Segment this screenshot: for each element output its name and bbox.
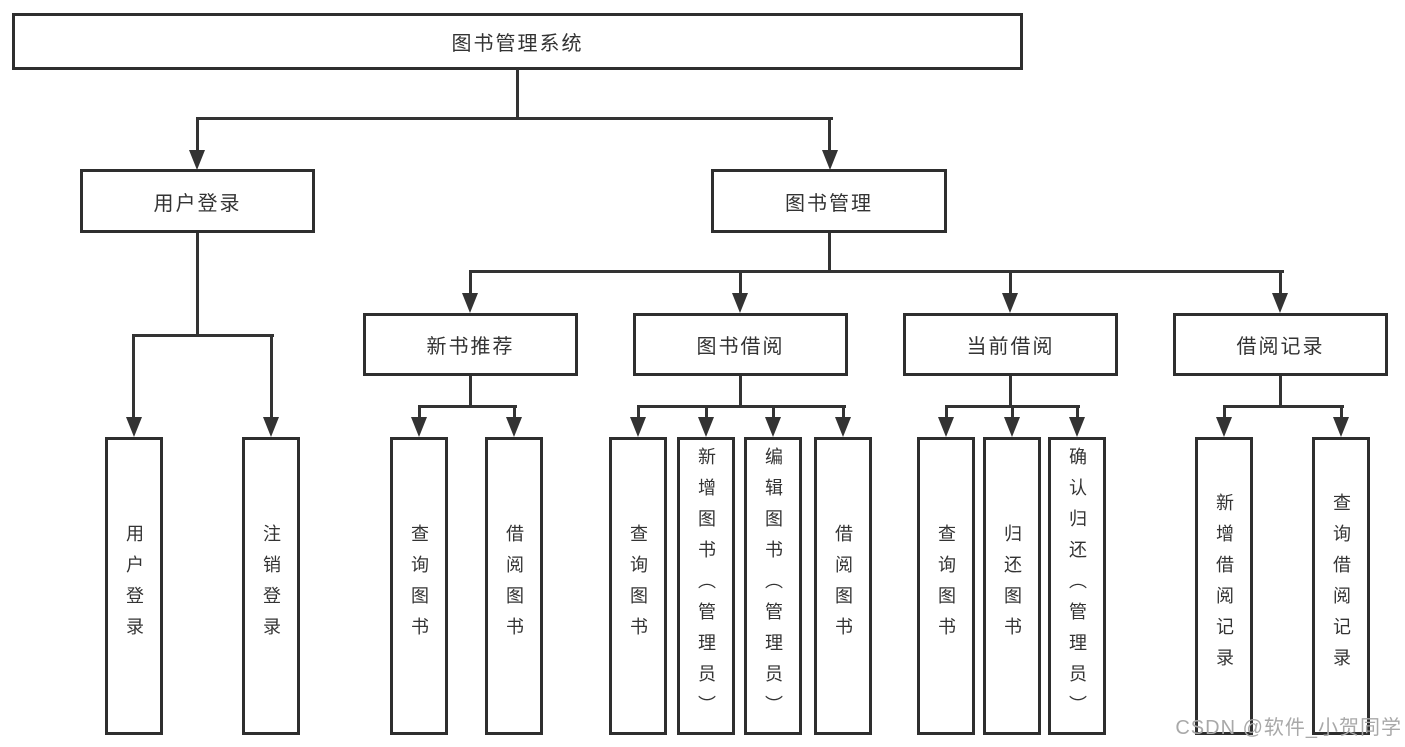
connector-drop-leaf	[705, 405, 708, 419]
arrowhead-down-icon	[835, 417, 851, 437]
connector-drop-leaf	[842, 405, 845, 419]
connector-branch	[638, 405, 846, 408]
connector-user-login-branch	[134, 334, 274, 337]
connector-stem	[469, 376, 472, 407]
connector-drop-level3	[1009, 270, 1012, 294]
arrowhead-down-icon	[1002, 293, 1018, 313]
connector-drop-level3	[469, 270, 472, 294]
connector-branch	[1224, 405, 1344, 408]
arrowhead-down-icon	[462, 293, 478, 313]
connector-drop-leaf	[1340, 405, 1343, 419]
node-label: 注销登录	[261, 524, 281, 648]
connector-drop-leaf	[637, 405, 640, 419]
leaf-user-login: 用户登录	[105, 437, 163, 735]
connector-drop-leaf	[1223, 405, 1226, 419]
connector-stem	[739, 376, 742, 407]
node-label: 图书借阅	[696, 336, 785, 358]
node-label: 借阅图书	[504, 524, 524, 648]
connector-branch	[419, 405, 517, 408]
connector-drop-level3	[739, 270, 742, 294]
arrowhead-down-icon	[506, 417, 522, 437]
leaf-return-books: 归还图书	[983, 437, 1041, 735]
node-current-borrowing: 当前借阅	[903, 313, 1118, 376]
arrowhead-down-icon	[1004, 417, 1020, 437]
connector-drop-leaf	[1076, 405, 1079, 419]
node-label: 新增图书（管理员）	[696, 446, 716, 726]
leaf-query-books-current: 查询图书	[917, 437, 975, 735]
connector-root-stem	[516, 69, 519, 120]
arrowhead-down-icon	[1333, 417, 1349, 437]
arrowhead-down-icon	[698, 417, 714, 437]
leaf-query-borrow-record: 查询借阅记录	[1312, 437, 1370, 735]
leaf-logout: 注销登录	[242, 437, 300, 735]
arrowhead-down-icon	[732, 293, 748, 313]
connector-drop-book-management	[828, 117, 831, 151]
node-label: 确认归还（管理员）	[1067, 446, 1087, 726]
leaf-query-books-borrowing: 查询图书	[609, 437, 667, 735]
arrowhead-down-icon	[189, 150, 205, 170]
node-label: 图书管理	[785, 192, 873, 215]
connector-book-mgmt-branch	[470, 270, 1284, 273]
node-label: 图书管理系统	[451, 33, 584, 55]
connector-drop-leaf	[772, 405, 775, 419]
node-new-book-recommendation: 新书推荐	[363, 313, 578, 376]
node-label: 查询借阅记录	[1331, 493, 1351, 679]
node-borrowing-records: 借阅记录	[1173, 313, 1388, 376]
connector-drop-leaf	[945, 405, 948, 419]
node-label: 当前借阅	[966, 336, 1055, 358]
leaf-borrow-books-recommend: 借阅图书	[485, 437, 543, 735]
connector-stem	[1009, 376, 1012, 407]
connector-drop-leaf	[418, 405, 421, 419]
node-label: 新增借阅记录	[1214, 493, 1234, 679]
node-label: 用户登录	[124, 524, 144, 648]
node-book-management: 图书管理	[711, 169, 947, 233]
arrowhead-down-icon	[126, 417, 142, 437]
node-user-login: 用户登录	[80, 169, 315, 233]
leaf-borrow-books: 借阅图书	[814, 437, 872, 735]
arrowhead-down-icon	[822, 150, 838, 170]
csdn-watermark: CSDN @软件_小贺同学	[1175, 717, 1402, 739]
node-label: 新书推荐	[426, 336, 515, 358]
connector-stem	[1279, 376, 1282, 407]
node-label: 用户登录	[153, 192, 242, 215]
node-root-library-system: 图书管理系统	[12, 13, 1023, 70]
arrowhead-down-icon	[938, 417, 954, 437]
arrowhead-down-icon	[1272, 293, 1288, 313]
node-label: 借阅记录	[1236, 336, 1325, 358]
arrowhead-down-icon	[411, 417, 427, 437]
arrowhead-down-icon	[263, 417, 279, 437]
connector-drop-user-login	[196, 117, 199, 151]
arrowhead-down-icon	[1069, 417, 1085, 437]
arrowhead-down-icon	[765, 417, 781, 437]
connector-user-login-stem	[196, 233, 199, 337]
connector-drop-level3	[1279, 270, 1282, 294]
connector-drop-leaf	[513, 405, 516, 419]
node-label: 查询图书	[936, 524, 956, 648]
leaf-confirm-return-admin: 确认归还（管理员）	[1048, 437, 1106, 735]
arrowhead-down-icon	[630, 417, 646, 437]
leaf-query-books-recommend: 查询图书	[390, 437, 448, 735]
leaf-add-books-admin: 新增图书（管理员）	[677, 437, 735, 735]
connector-book-mgmt-stem	[828, 233, 831, 273]
leaf-edit-books-admin: 编辑图书（管理员）	[744, 437, 802, 735]
connector-drop-leaf	[132, 334, 135, 417]
connector-root-branch	[197, 117, 833, 120]
node-label: 归还图书	[1002, 524, 1022, 648]
node-label: 借阅图书	[833, 524, 853, 648]
node-label: 编辑图书（管理员）	[763, 446, 783, 726]
leaf-add-borrow-record: 新增借阅记录	[1195, 437, 1253, 735]
arrowhead-down-icon	[1216, 417, 1232, 437]
node-label: 查询图书	[628, 524, 648, 648]
node-book-borrowing: 图书借阅	[633, 313, 848, 376]
node-label: 查询图书	[409, 524, 429, 648]
connector-drop-leaf	[1011, 405, 1014, 419]
connector-drop-leaf	[270, 334, 273, 417]
